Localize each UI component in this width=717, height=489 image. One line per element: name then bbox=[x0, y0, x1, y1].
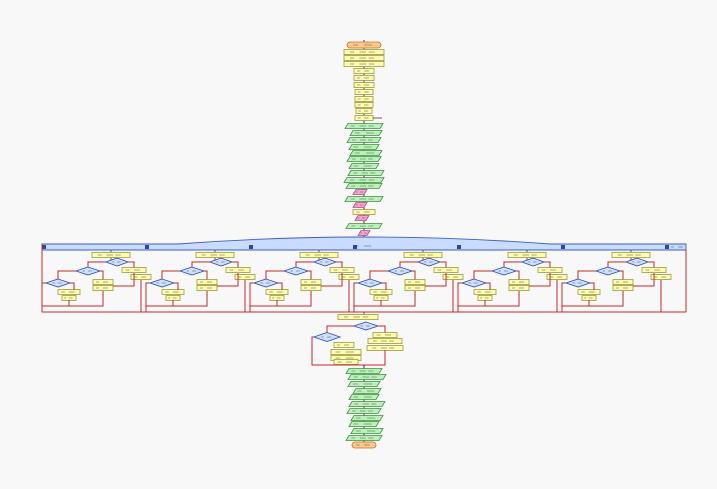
branch-1-merge bbox=[118, 280, 142, 313]
lower-flow bbox=[364, 350, 386, 366]
branch-4-flow bbox=[382, 282, 387, 290]
branch-1-flow bbox=[100, 270, 104, 283]
branch-1-flow bbox=[69, 291, 104, 307]
branch-1-flow bbox=[70, 282, 75, 290]
branch-2-flow bbox=[173, 291, 208, 307]
branch-4-merge bbox=[353, 306, 430, 313]
branch-6-flow bbox=[589, 291, 624, 307]
branch-3-merge bbox=[249, 306, 326, 313]
branch-4-flow bbox=[425, 273, 447, 287]
parallel-port-marker bbox=[42, 245, 46, 249]
lower-flow bbox=[378, 325, 386, 334]
branch-4-flow bbox=[412, 270, 416, 283]
parallel-port-marker bbox=[353, 245, 357, 249]
branch-5-flow bbox=[529, 273, 551, 287]
branch-6-flow bbox=[590, 282, 595, 290]
branch-2-merge bbox=[145, 306, 222, 313]
branch-3-flow bbox=[321, 273, 343, 287]
branch-6-flow bbox=[620, 270, 624, 283]
branch-2-flow bbox=[174, 282, 179, 290]
branch-4-flow bbox=[381, 291, 416, 307]
parallel-port-marker bbox=[145, 245, 149, 249]
branch-3-flow bbox=[278, 282, 283, 290]
branch-1-flow bbox=[113, 273, 135, 287]
branch-5-flow bbox=[516, 270, 520, 283]
parallel-port-marker bbox=[457, 245, 461, 249]
branch-5-merge bbox=[534, 280, 558, 313]
branch-5-flow bbox=[485, 291, 520, 307]
branch-2-merge bbox=[222, 280, 246, 313]
branch-2-flow bbox=[217, 273, 239, 287]
branch-2-flow bbox=[204, 270, 208, 283]
branch-4-merge bbox=[430, 280, 454, 313]
branch-3-flow bbox=[277, 291, 312, 307]
branch-6-merge bbox=[561, 306, 638, 313]
parallel-port-marker bbox=[561, 245, 565, 249]
parallel-split-bar bbox=[41, 236, 687, 251]
branch-5-merge bbox=[457, 306, 534, 313]
branch-1-merge bbox=[41, 306, 118, 313]
branch-5-flow bbox=[486, 282, 491, 290]
lower-flow bbox=[311, 336, 364, 366]
parallel-port-marker bbox=[249, 245, 253, 249]
parallel-port-marker bbox=[665, 245, 669, 249]
branch-6-merge bbox=[638, 280, 662, 313]
branch-3-flow bbox=[308, 270, 312, 283]
branch-6-flow bbox=[633, 273, 655, 287]
branch-3-merge bbox=[326, 280, 350, 313]
